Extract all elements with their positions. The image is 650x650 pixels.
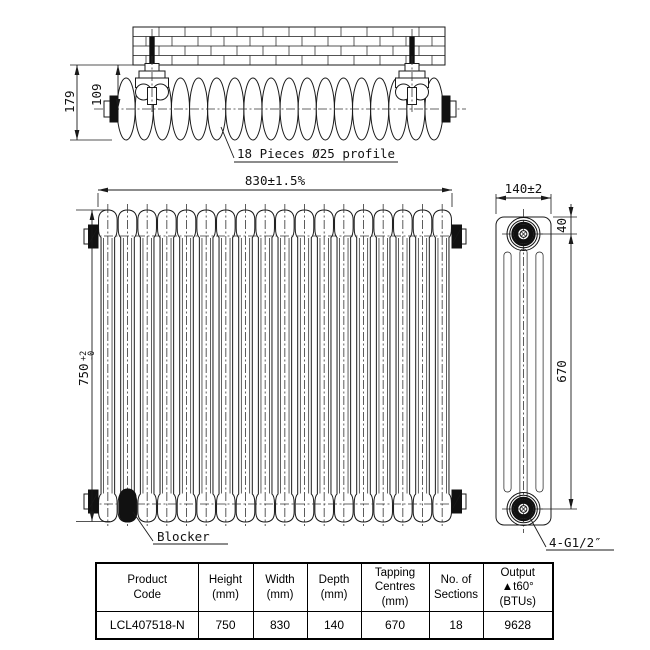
dim-tapping-centres: 670 <box>554 360 569 383</box>
spec-table-data-cell: 9628 <box>482 611 554 640</box>
dim-depth-text: 140±2 <box>505 181 543 196</box>
dim-height: 750 +2 -0 <box>76 351 97 386</box>
top-view <box>70 26 466 163</box>
profile-label: 18 Pieces Ø25 profile <box>237 146 395 161</box>
spec-table-header-cell: Height (mm) <box>197 562 254 612</box>
spec-table-data-cell: 750 <box>197 611 254 640</box>
dim-tapping-centres-text: 670 <box>554 360 569 383</box>
dim-width-text: 830±1.5% <box>245 173 306 188</box>
top-view-labels: 179 109 18 Pieces Ø25 profile <box>62 83 395 161</box>
spec-table-data-cell: 140 <box>306 611 362 640</box>
blocker-plug <box>119 488 137 523</box>
spec-table-header-cell: Product Code <box>95 562 199 612</box>
spec-table-header-cell: Output ▲t60° (BTUs) <box>482 562 554 612</box>
dim-height-text: 750 <box>76 363 91 386</box>
spec-table-data-cell: 830 <box>252 611 308 640</box>
dim-height-tol-lower: -0 <box>87 351 97 361</box>
spec-table-header-cell: No. of Sections <box>428 562 484 612</box>
spec-table-data-cell: LCL407518-N <box>95 611 199 640</box>
front-view-labels: 830±1.5% 750 +2 -0 Blocker <box>76 173 306 544</box>
spec-table-data-cell: 18 <box>428 611 484 640</box>
dim-height-tol-upper: +2 <box>79 351 89 361</box>
front-view <box>76 187 467 545</box>
spec-table-header-cell: Tapping Centres (mm) <box>360 562 430 612</box>
spec-table-header-cell: Width (mm) <box>252 562 308 612</box>
spec-table-header-cell: Depth (mm) <box>306 562 362 612</box>
dim-wall-to-centre-text: 109 <box>89 83 104 106</box>
spec-table-data-cell: 670 <box>360 611 430 640</box>
blocker-label: Blocker <box>157 529 210 544</box>
dim-total-depth: 179 <box>62 90 77 113</box>
side-view <box>495 194 614 551</box>
dim-total-depth-text: 179 <box>62 90 77 113</box>
dim-top-to-tapping: 40 <box>554 218 569 233</box>
tapping-label: 4-G1/2″ <box>549 535 602 550</box>
dim-wall-to-centre: 109 <box>89 83 104 106</box>
side-view-labels: 140±2 40 670 4-G1/2″ <box>505 181 602 550</box>
dim-top-to-tapping-text: 40 <box>554 218 569 233</box>
